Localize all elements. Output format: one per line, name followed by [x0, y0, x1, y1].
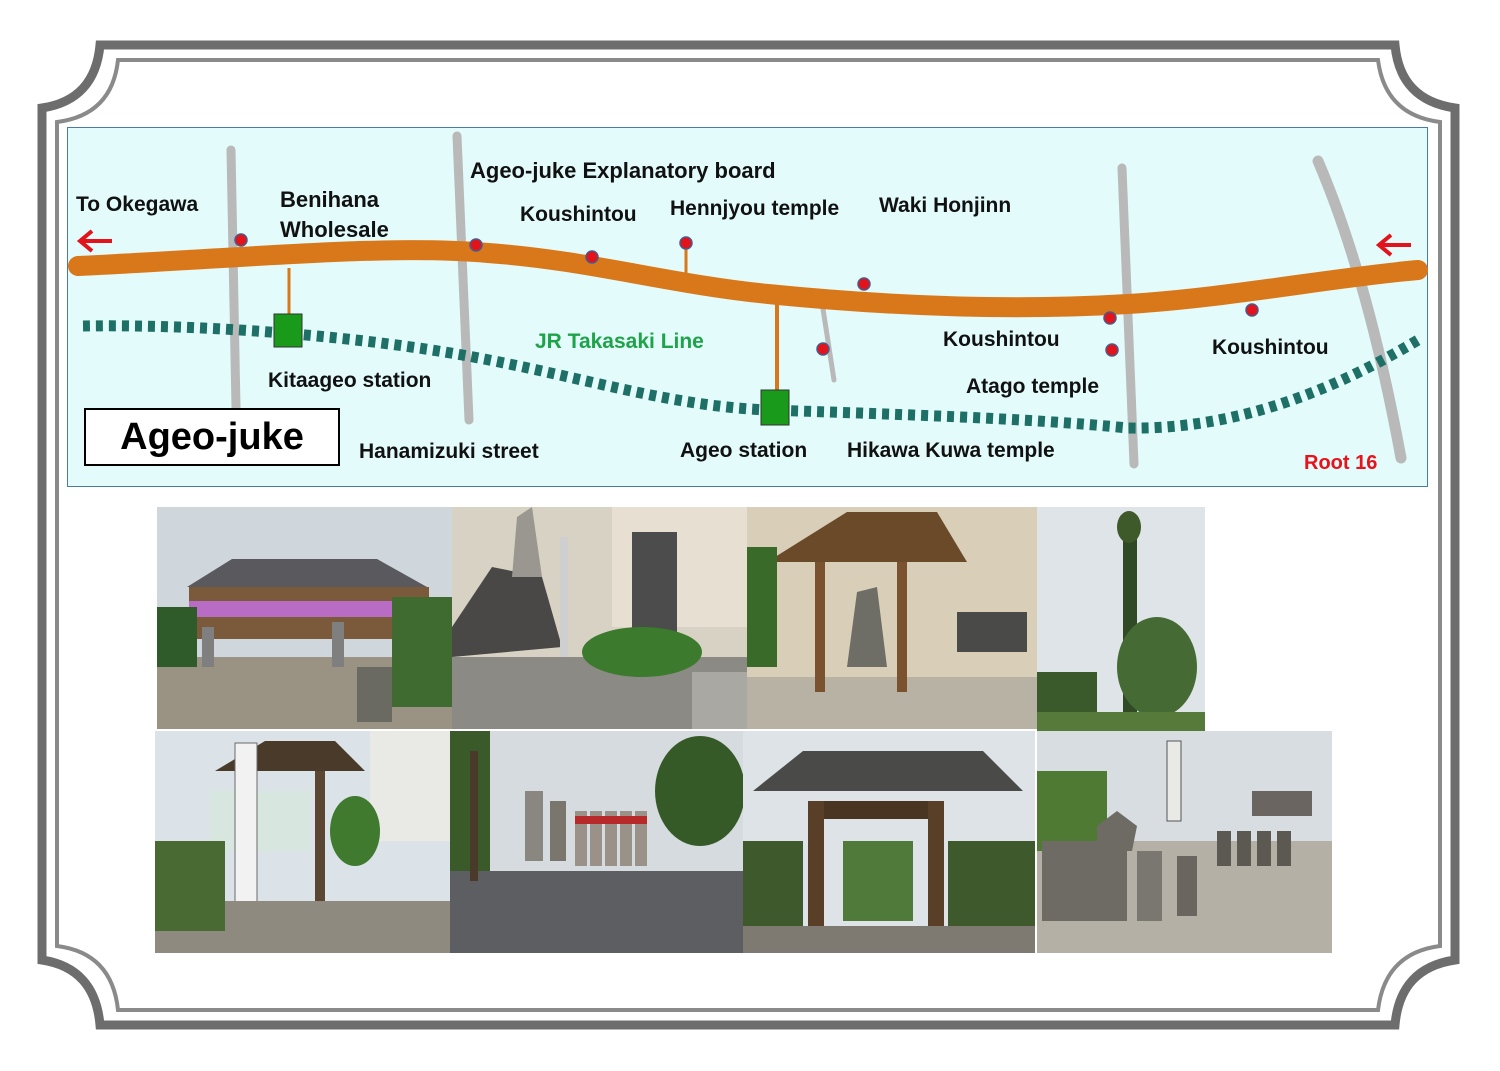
photo-tall-tree	[1037, 507, 1205, 731]
main-road	[68, 240, 1428, 318]
street-root16	[1312, 155, 1407, 464]
poi-markers	[234, 233, 1259, 357]
street-3	[818, 293, 837, 383]
photo-stone-monuments	[452, 507, 747, 729]
marker-henjyou	[679, 236, 693, 250]
label-hanamizuki-street: Hanamizuki street	[359, 440, 539, 463]
arrow-right-in-icon	[1375, 233, 1411, 257]
street-hanamizuki	[452, 131, 474, 425]
arrow-left-icon	[76, 229, 112, 253]
marker-waki-honjinn	[857, 277, 871, 291]
marker-explanatory-board	[469, 238, 483, 252]
label-koushintou-2: Koushintou	[943, 328, 1060, 351]
label-henjyou-temple: Hennjyou temple	[670, 197, 840, 220]
ageo-station-marker	[760, 389, 790, 426]
photo-jizo-statues	[450, 731, 743, 953]
label-ageo-station: Ageo station	[680, 439, 808, 462]
photo-temple-gate	[743, 731, 1035, 953]
street-1	[226, 145, 241, 413]
label-to-okegawa: To Okegawa	[76, 193, 199, 216]
photo-shrine-roof	[747, 507, 1037, 729]
label-jr-line: JR Takasaki Line	[535, 330, 704, 353]
label-atago-temple: Atago temple	[966, 375, 1100, 398]
street-4	[1117, 163, 1139, 469]
marker-koushintou-1	[585, 250, 599, 264]
marker-hikawa-kuwa	[816, 342, 830, 356]
label-benihana-2: Wholesale	[280, 217, 389, 242]
label-waki-honjinn: Waki Honjinn	[879, 194, 1012, 217]
label-kitaageo-station: Kitaageo station	[268, 369, 432, 392]
photo-gate-signboard	[155, 731, 450, 953]
marker-koushintou-2	[1103, 311, 1117, 325]
label-root16: Root 16	[1304, 452, 1378, 474]
marker-koushintou-3	[1245, 303, 1259, 317]
label-koushintou-3: Koushintou	[1212, 336, 1329, 359]
marker-benihana	[234, 233, 248, 247]
kitaageo-station-marker	[273, 313, 303, 348]
route-map: To Okegawa Benihana Wholesale Ageo-juke …	[67, 127, 1428, 487]
label-koushintou-1: Koushintou	[520, 203, 637, 226]
photo-grave-stones	[1037, 731, 1332, 953]
label-hikawa-kuwa-temple: Hikawa Kuwa temple	[847, 439, 1055, 462]
label-benihana-1: Benihana	[280, 187, 380, 212]
label-explanatory-board: Ageo-juke Explanatory board	[470, 158, 776, 183]
photo-temple-hall	[157, 507, 452, 729]
marker-atago	[1105, 343, 1119, 357]
map-title: Ageo-juke	[84, 408, 340, 466]
